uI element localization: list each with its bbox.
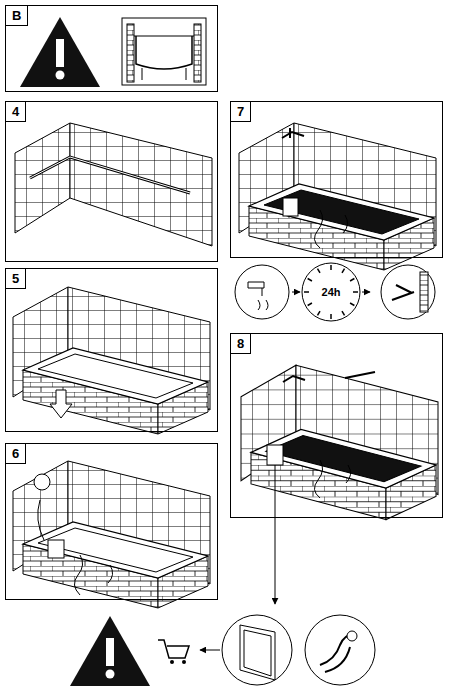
step-panel: 4 (5, 101, 218, 262)
step-panel: 6 (5, 443, 218, 600)
step-panel: 8 (230, 333, 443, 518)
duration-text: 24h (321, 286, 342, 298)
step-number: 7 (231, 102, 251, 122)
step-number: 8 (231, 334, 251, 354)
clock-circle: 24h (302, 263, 360, 321)
step-number: 6 (6, 444, 26, 464)
step-number: 4 (6, 102, 26, 122)
step-panel: 5 (5, 268, 218, 432)
step-panel: B (5, 5, 218, 92)
step-number: B (6, 6, 28, 26)
step-panel: 7 (230, 101, 443, 258)
step-number: 5 (6, 269, 26, 289)
